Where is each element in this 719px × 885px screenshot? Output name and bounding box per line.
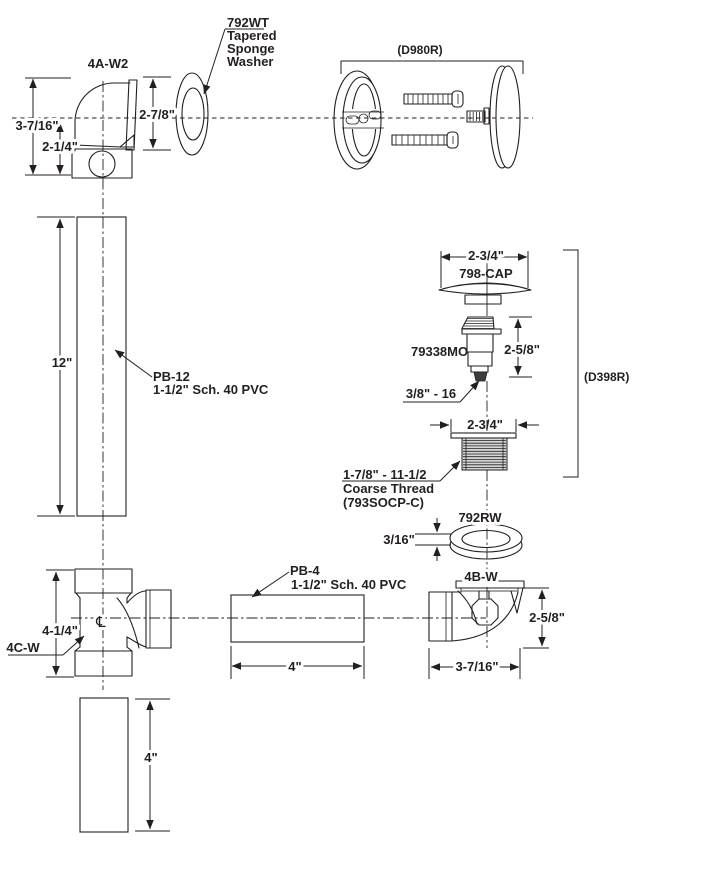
tail-tube-drawing: [79, 697, 129, 833]
overflow-tube-drawing: [76, 216, 127, 517]
tee-centerline-symbol: ℄: [95, 613, 106, 631]
drain-kit-label: (D398R): [584, 370, 629, 384]
drain-shoe-width-label: 2-3/4": [467, 417, 503, 432]
drain-shoe-thread1-label: 1-7/8" - 11-1/2: [343, 467, 427, 482]
stopper-thread-label: 3/8" - 16: [406, 386, 456, 401]
drain-elbow-height-label: 2-5/8": [529, 610, 565, 625]
dim-overall-height-label: 3-7/16": [15, 118, 58, 133]
drain-tube-spec-label: 1-1/2" Sch. 40 PVC: [291, 577, 407, 592]
drain-elbow-width-label: 3-7/16": [455, 659, 498, 674]
cap-drawing: [438, 282, 532, 305]
mounting-screw-top: [403, 90, 464, 108]
mounting-screw-bottom: [391, 131, 459, 149]
overflow-plate-drawing: [333, 70, 384, 170]
drain-tube-length-label: 4": [288, 659, 301, 674]
overflow-tube-spec-label: 1-1/2" Sch. 40 PVC: [153, 382, 269, 397]
cap-code-label: 798-CAP: [459, 266, 513, 281]
sponge-washer-code-label: 792WT: [227, 15, 269, 30]
tee-drawing: [74, 568, 172, 677]
tee-code-label: 4C-W: [6, 640, 40, 655]
overflow-tube-code-label: PB-12: [153, 369, 190, 384]
tail-tube-length-label: 4": [144, 750, 157, 765]
drain-shoe-thread2-label: Coarse Thread: [343, 481, 434, 496]
stopper-code-label: 79338MO: [411, 344, 468, 359]
overflow-tube-length-label: 12": [52, 355, 73, 370]
drain-shoe-thread3-label: (793SOCP-C): [343, 495, 424, 510]
centerlines: [12, 81, 533, 690]
stopper-height-label: 2-5/8": [504, 342, 540, 357]
sponge-washer-drawing: [175, 72, 209, 156]
cover-plate-drawing: [466, 65, 521, 169]
leader-lines: [62, 28, 480, 656]
stopper-drawing: [461, 316, 502, 382]
drain-shoe-thread-drawing: [450, 432, 517, 471]
extension-lines: [8, 28, 579, 832]
sponge-washer-desc2: Sponge: [227, 41, 275, 56]
drain-elbow-drawing: [428, 580, 525, 642]
rubber-washer-thickness-label: 3/16": [383, 532, 414, 547]
sponge-washer-desc3: Washer: [227, 54, 273, 69]
tee-height-label: 4-1/4": [42, 623, 78, 638]
sponge-washer-desc1: Tapered: [227, 28, 277, 43]
overflow-plate-kit-label: (D980R): [397, 43, 442, 57]
rubber-washer-code-label: 792RW: [458, 510, 502, 525]
overflow-elbow-drawing: [71, 79, 138, 179]
drain-tube-code-label: PB-4: [290, 563, 320, 578]
dimension-lines: [29, 78, 546, 830]
overflow-elbow-label: 4A-W2: [88, 56, 128, 71]
cap-width-label: 2-3/4": [468, 248, 504, 263]
rubber-washer-drawing: [449, 523, 523, 560]
dim-hub-height-label: 2-1/4": [42, 139, 78, 154]
drain-elbow-code-label: 4B-W: [464, 569, 498, 584]
dim-flange-height-label: 2-7/8": [139, 107, 175, 122]
drain-tube-drawing: [230, 594, 365, 643]
